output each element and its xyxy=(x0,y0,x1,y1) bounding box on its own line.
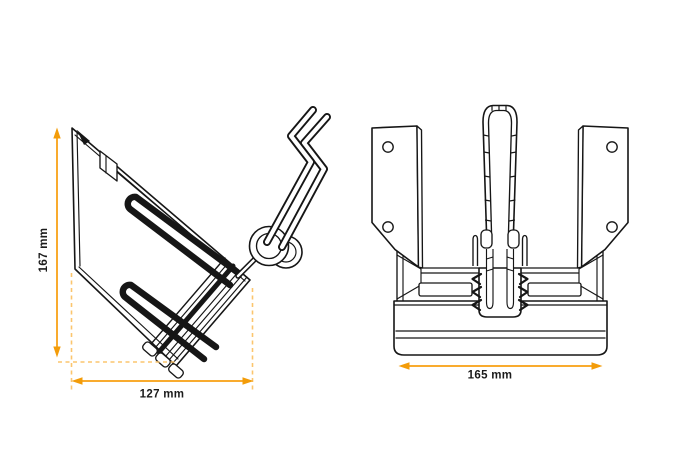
panel-corner-mark xyxy=(77,130,90,145)
tray-front-wall xyxy=(393,300,608,356)
clip-block xyxy=(478,267,522,318)
clip-tube-right xyxy=(506,249,515,310)
mounting-plate-left xyxy=(371,125,424,269)
arrowhead-down xyxy=(53,346,61,358)
plate-face xyxy=(371,125,420,268)
heating-wire-lower xyxy=(119,281,220,363)
screw-hole xyxy=(382,141,394,153)
side-slot-left xyxy=(418,282,473,297)
clip-crimp-marks xyxy=(485,256,515,272)
plate-face xyxy=(580,125,629,268)
handle-segment-marks xyxy=(483,105,517,222)
heating-wire-upper xyxy=(124,193,241,289)
panel-bottom-edge-inner xyxy=(78,266,179,360)
clip-hook xyxy=(517,298,529,312)
bottom-tray xyxy=(393,300,608,356)
plate-flange xyxy=(576,125,584,269)
clip-tube-left xyxy=(485,249,494,310)
arrowhead-right xyxy=(242,377,254,385)
plate-flange xyxy=(416,125,424,269)
panel-outline xyxy=(71,127,251,367)
clip-foot-left xyxy=(480,229,493,249)
side-slot-right xyxy=(527,282,582,297)
isometric-view: 167 mm 127 mm xyxy=(38,106,331,401)
mounting-tab xyxy=(168,363,184,379)
width-dimension-label: 127 mm xyxy=(140,389,185,401)
length-dimension-label: 165 mm xyxy=(468,370,513,382)
clip-hook xyxy=(471,298,483,312)
mounting-plate-right xyxy=(576,125,629,269)
clip-hook xyxy=(471,272,483,286)
clip-hooks xyxy=(471,272,529,312)
clip-hook xyxy=(471,285,483,299)
height-dimension-label: 167 mm xyxy=(38,228,50,273)
terminal-wires xyxy=(263,106,331,251)
clip-handle xyxy=(482,104,518,233)
clip-foot-right xyxy=(507,229,520,249)
arrowhead-left xyxy=(398,362,410,370)
front-view: 165 mm xyxy=(371,104,629,382)
clip-hook xyxy=(517,285,529,299)
mounting-tab xyxy=(142,341,158,357)
panel-notch xyxy=(99,150,118,182)
terminal-wire-left xyxy=(263,106,317,246)
mounting-tabs xyxy=(142,341,184,379)
arrowhead-up xyxy=(53,127,61,139)
clip-side-arm-left xyxy=(472,234,479,266)
height-dimension: 167 mm xyxy=(38,127,61,358)
mounting-tab xyxy=(155,352,171,368)
channel-structure xyxy=(396,250,604,302)
screw-hole xyxy=(382,221,394,233)
width-dimension: 127 mm xyxy=(58,273,254,401)
arrowhead-right xyxy=(591,362,603,370)
clip-hook xyxy=(517,272,529,286)
arrowhead-left xyxy=(71,377,83,385)
length-dimension: 165 mm xyxy=(398,362,603,382)
screw-hole xyxy=(606,221,618,233)
screw-hole xyxy=(606,141,618,153)
panel-left-edge-inner xyxy=(76,130,81,267)
center-clip xyxy=(471,104,529,318)
clip-side-arm-right xyxy=(521,234,528,266)
